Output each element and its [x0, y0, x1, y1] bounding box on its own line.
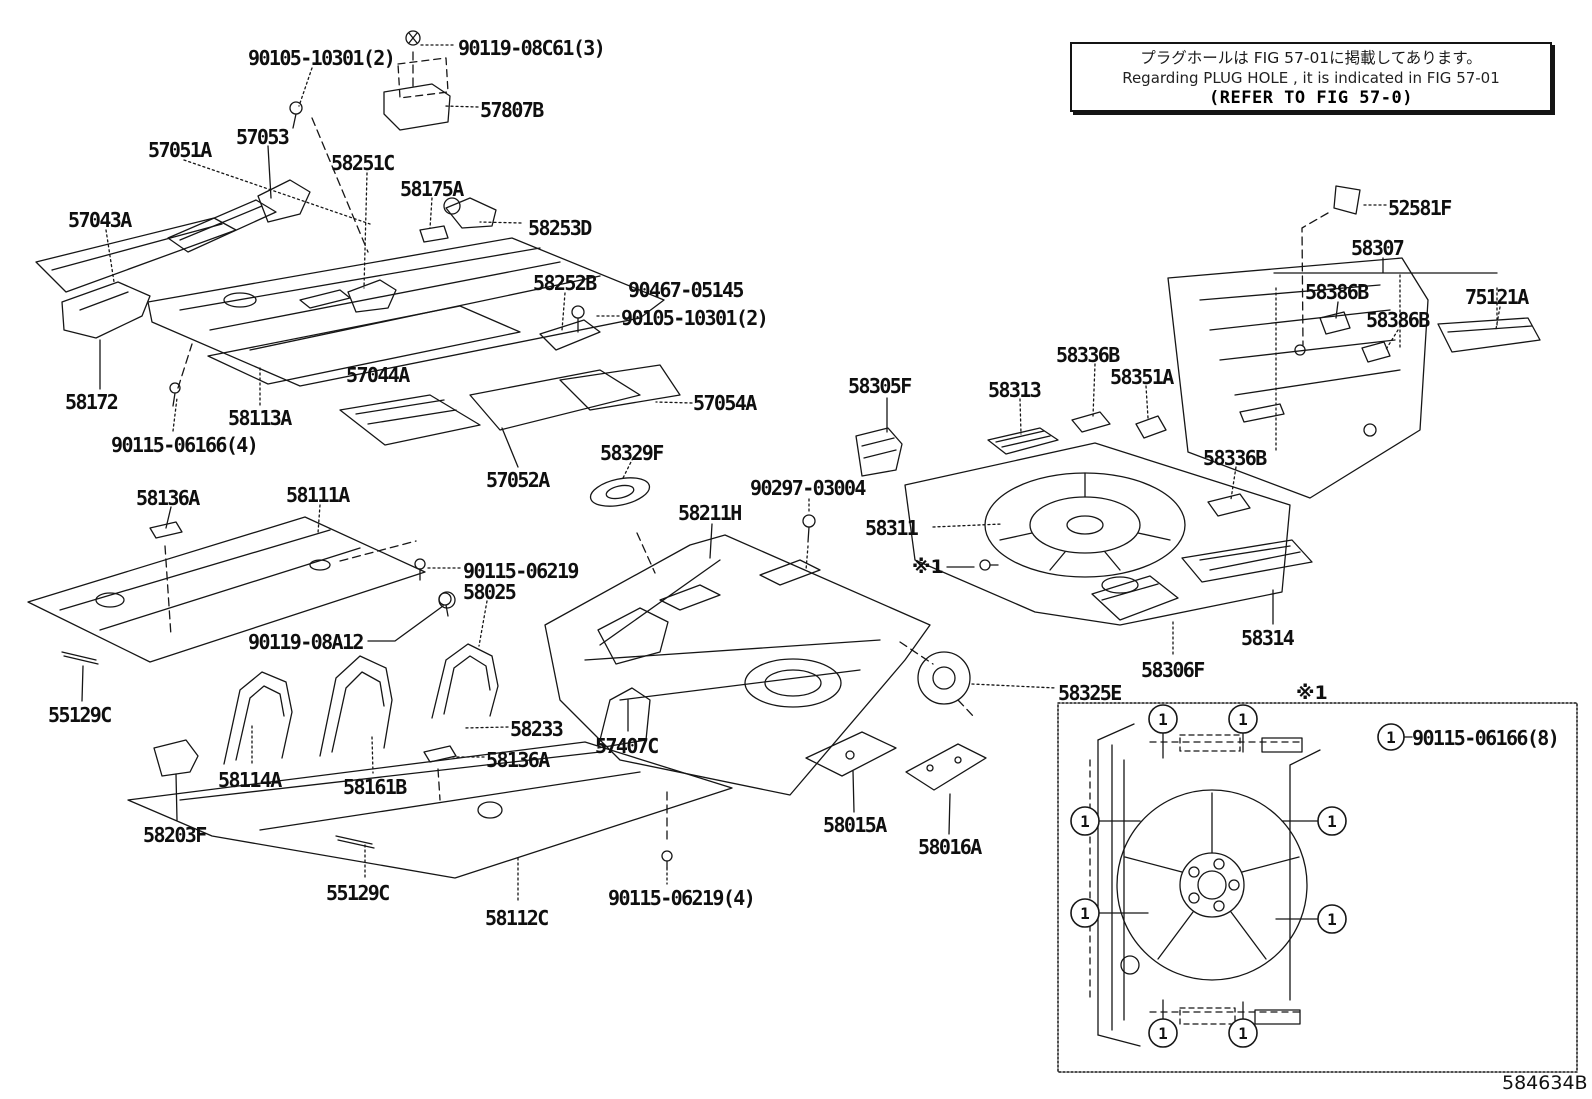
part-label: 58307	[1351, 236, 1405, 260]
part-label: 57053	[236, 125, 290, 149]
part-label: 58336B	[1056, 343, 1120, 367]
svg-text:1: 1	[1158, 710, 1168, 729]
part-label: 57044A	[346, 363, 410, 387]
part-label: 58016A	[918, 835, 982, 859]
part-label: 58305F	[848, 374, 912, 398]
center-floor-pan-art	[544, 534, 987, 796]
part-label: 57407C	[595, 734, 659, 758]
callout-marker: 1	[1148, 1018, 1178, 1048]
part-label: 90297-03004	[750, 476, 866, 500]
svg-text:1: 1	[1080, 904, 1090, 923]
inset-legend-part-number: 90115-06166(8)	[1412, 726, 1560, 750]
part-label: 55129C	[326, 881, 390, 905]
svg-text:1: 1	[1327, 812, 1337, 831]
part-label: 58111A	[286, 483, 350, 507]
callout-marker: 1	[1228, 1018, 1258, 1048]
callout-marker-legend: 1	[1377, 723, 1405, 751]
part-label: 58336B	[1203, 446, 1267, 470]
part-label: 58306F	[1141, 658, 1205, 682]
part-label: 57051A	[148, 138, 212, 162]
svg-text:1: 1	[1238, 710, 1248, 729]
part-label: 58025	[463, 580, 517, 604]
ref-mark-inset: ※1	[1296, 682, 1328, 704]
part-label: 90115-06219	[463, 559, 579, 583]
part-label: 57807B	[480, 98, 544, 122]
part-label: 90115-06166(4)	[111, 433, 259, 457]
part-label: 90105-10301(2)	[248, 46, 396, 70]
part-label: 57052A	[486, 468, 550, 492]
part-label: 58253D	[528, 216, 592, 240]
part-label: 58233	[510, 717, 564, 741]
part-label: 58172	[65, 390, 119, 414]
part-label: 58313	[988, 378, 1042, 402]
ref-mark-main: ※1	[912, 556, 944, 578]
part-label: 58251C	[331, 151, 395, 175]
rear-floor-pan-art	[855, 411, 1313, 626]
part-label: 58136A	[486, 748, 550, 772]
part-label: 58252B	[533, 271, 597, 295]
svg-text:1: 1	[1327, 910, 1337, 929]
part-label: 75121A	[1465, 285, 1529, 309]
callout-marker: 1	[1317, 806, 1347, 836]
part-label: 58203F	[143, 823, 207, 847]
part-label: 58015A	[823, 813, 887, 837]
svg-text:1: 1	[1158, 1024, 1168, 1043]
svg-text:1: 1	[1238, 1024, 1248, 1043]
leader-lines	[81, 44, 1501, 904]
part-label: 58136A	[136, 486, 200, 510]
callout-marker: 1	[1317, 904, 1347, 934]
part-label: 58329F	[600, 441, 664, 465]
lower-back-panel-art	[1167, 185, 1541, 499]
note-line-refer: (REFER TO FIG 57-0)	[1209, 88, 1413, 108]
part-label: 90119-08C61(3)	[458, 36, 606, 60]
part-label: 58386B	[1305, 280, 1369, 304]
callout-marker: 1	[1228, 704, 1258, 734]
callout-marker: 1	[1148, 704, 1178, 734]
svg-text:1: 1	[1080, 812, 1090, 831]
part-label: 58351A	[1110, 365, 1174, 389]
part-label: 58386B	[1366, 308, 1430, 332]
part-label: 57054A	[693, 391, 757, 415]
note-line-english: Regarding PLUG HOLE , it is indicated in…	[1122, 69, 1500, 87]
callout-marker: 1	[1070, 806, 1100, 836]
part-label: 90467-05145	[628, 278, 744, 302]
part-label: 58314	[1241, 626, 1295, 650]
inset-art	[1057, 702, 1578, 1073]
front-floor-parts-art	[35, 57, 681, 507]
part-label: 90119-08A12	[248, 630, 364, 654]
part-label: 58114A	[218, 768, 282, 792]
note-line-japanese: プラグホールは FIG 57-01に掲載してあります。	[1140, 49, 1482, 67]
part-label: 58175A	[400, 177, 464, 201]
part-label: 52581F	[1388, 196, 1452, 220]
callout-markers: 1 1 1 1 1 1 1 1 1	[1070, 704, 1405, 1048]
callout-marker: 1	[1070, 898, 1100, 928]
part-label: 55129C	[48, 703, 112, 727]
part-label: 58311	[865, 516, 919, 540]
part-label: 90105-10301(2)	[621, 306, 769, 330]
part-label: 90115-06219(4)	[608, 886, 756, 910]
front-floor-pan-art	[27, 516, 733, 879]
part-label: 58211H	[678, 501, 742, 525]
part-label: 58325E	[1058, 681, 1122, 705]
part-label: 58112C	[485, 906, 549, 930]
figure-code: 584634B	[1502, 1072, 1588, 1094]
part-label: 58113A	[228, 406, 292, 430]
part-label: 58161B	[343, 775, 407, 799]
fastener-art	[169, 30, 999, 869]
part-label: 57043A	[68, 208, 132, 232]
svg-text:1: 1	[1386, 728, 1396, 747]
note-box: プラグホールは FIG 57-01に掲載してあります。 Regarding PL…	[1070, 42, 1552, 112]
